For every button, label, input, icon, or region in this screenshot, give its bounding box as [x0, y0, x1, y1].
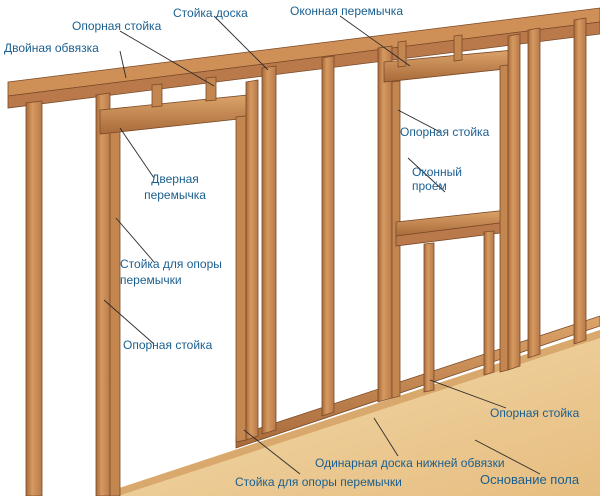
- king-stud-left: [25, 100, 43, 496]
- window-king-stud-right: [507, 33, 521, 371]
- label-window-header: Оконная перемычка: [290, 4, 403, 18]
- window-jack-stud-right: [499, 64, 509, 373]
- label-window-opening-line1: Оконный: [412, 165, 462, 179]
- cripple-stud: [397, 40, 407, 68]
- label-jack-stud-bottom: Стойка для опоры перемычки: [235, 475, 402, 489]
- stud: [321, 55, 335, 417]
- stud: [527, 27, 541, 359]
- floor-edge: [95, 330, 600, 496]
- label-door-header-line2: перемычка: [144, 188, 206, 202]
- label-king-stud-top: Опорная стойка: [72, 19, 162, 33]
- cripple-stud: [423, 242, 435, 393]
- label-king-stud-window: Опорная стойка: [400, 125, 490, 139]
- label-window-opening-line2: проём: [412, 179, 447, 193]
- label-jack-stud-line1: Стойка для опоры: [120, 257, 222, 271]
- label-king-stud-left: Опорная стойка: [123, 338, 213, 352]
- cripple-stud: [453, 34, 463, 62]
- label-door-header-line1: Дверная: [151, 172, 199, 186]
- double-top-plate: [7, 7, 600, 97]
- door-header: [99, 94, 249, 135]
- label-king-stud-right: Опорная стойка: [490, 406, 580, 420]
- label-bottom-plate: Одинарная доска нижней обвязки: [315, 456, 505, 470]
- leader-lines: [103, 15, 541, 475]
- stud: [573, 17, 587, 345]
- label-subfloor: Основание пола: [480, 472, 580, 487]
- label-jack-stud-line2: перемычки: [120, 273, 182, 287]
- label-double-top-plate: Двойная обвязка: [4, 41, 99, 55]
- cripple-stud: [483, 230, 495, 376]
- cripple-stud: [151, 83, 163, 108]
- stud: [261, 65, 277, 435]
- cripple-stud: [205, 76, 217, 102]
- label-stud: Стойка доска: [173, 6, 248, 20]
- window-king-stud-left: [377, 45, 393, 403]
- door-king-stud: [95, 92, 111, 496]
- door-jack-stud-right: [235, 115, 247, 443]
- door-king-stud-right: [245, 79, 259, 441]
